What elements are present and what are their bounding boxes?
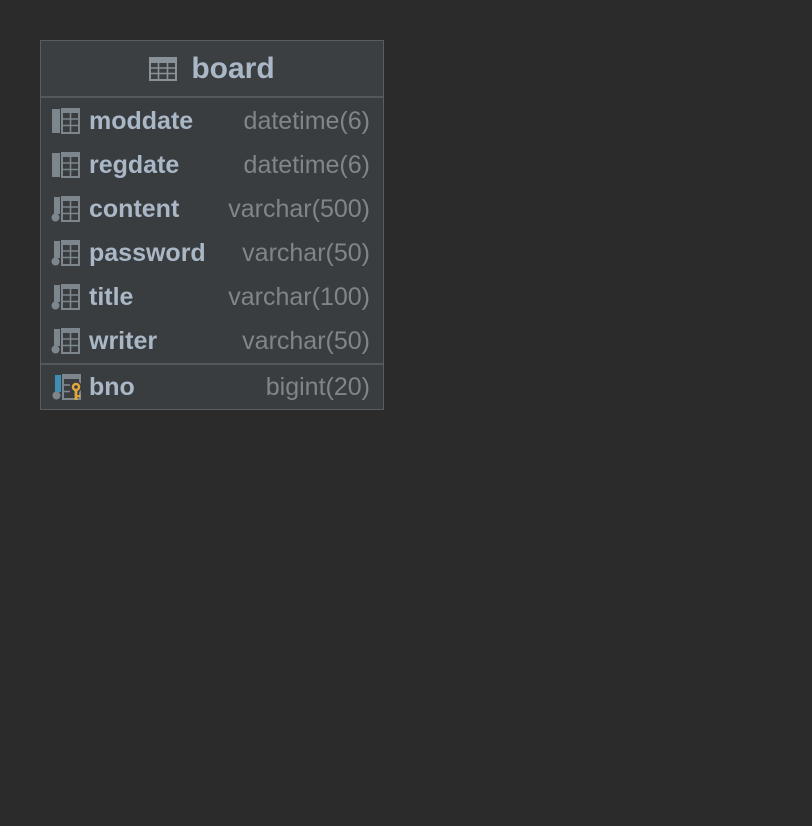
- column-nullable-icon: [51, 240, 80, 266]
- column-name: regdate: [89, 150, 180, 179]
- column-nullable-icon: [51, 196, 80, 222]
- column-row[interactable]: regdate datetime(6): [41, 143, 383, 187]
- column-name: title: [89, 282, 134, 311]
- table-header[interactable]: board: [41, 41, 383, 98]
- column-icon: [52, 152, 80, 178]
- table-icon: [149, 56, 178, 81]
- column-type: varchar(100): [228, 282, 370, 311]
- column-row[interactable]: password varchar(50): [41, 231, 383, 275]
- column-nullable-icon: [51, 328, 80, 354]
- column-name: bno: [89, 372, 135, 401]
- table-title: board: [191, 51, 275, 85]
- column-type: varchar(500): [228, 194, 370, 223]
- column-name: writer: [89, 326, 158, 355]
- column-row[interactable]: title varchar(100): [41, 275, 383, 319]
- column-type: bigint(20): [265, 372, 370, 401]
- column-type: datetime(6): [243, 106, 370, 135]
- column-row[interactable]: moddate datetime(6): [41, 99, 383, 143]
- column-name: password: [89, 238, 206, 267]
- primary-key-row[interactable]: bno bigint(20): [41, 365, 383, 409]
- column-name: moddate: [89, 106, 194, 135]
- column-name: content: [89, 194, 180, 223]
- column-icon: [52, 108, 80, 134]
- column-type: datetime(6): [243, 150, 370, 179]
- table-node-board[interactable]: board moddate datetime(6): [40, 40, 384, 410]
- column-row[interactable]: content varchar(500): [41, 187, 383, 231]
- column-row[interactable]: writer varchar(50): [41, 319, 383, 363]
- column-list: moddate datetime(6) regdate datetime(6): [41, 98, 383, 363]
- primary-key-section: bno bigint(20): [41, 363, 383, 409]
- column-nullable-icon: [51, 284, 80, 310]
- column-type: varchar(50): [242, 238, 370, 267]
- primary-key-icon: [52, 374, 82, 400]
- column-type: varchar(50): [242, 326, 370, 355]
